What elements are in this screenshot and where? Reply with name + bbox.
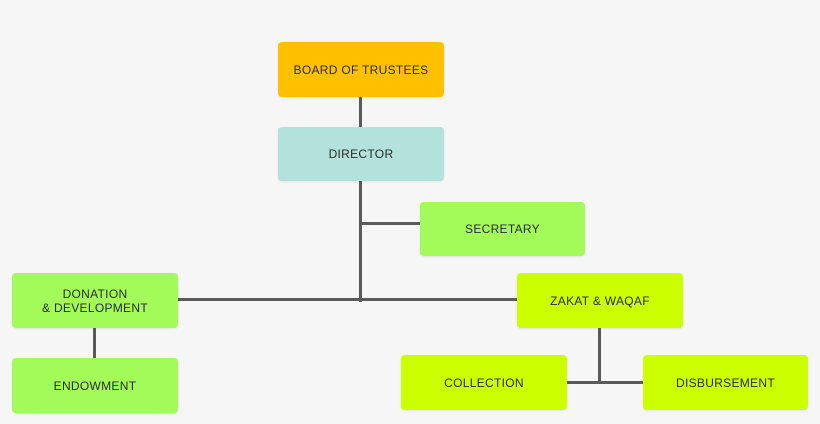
secretary-label: SECRETARY: [465, 222, 540, 236]
endowment-label: ENDOWMENT: [53, 378, 137, 393]
collection-box: COLLECTION: [401, 355, 567, 410]
disbursement-label: DISBURSEMENT: [676, 375, 775, 390]
connector-donation-endowment: [93, 328, 96, 358]
donation-development-label: DONATION & DEVELOPMENT: [42, 286, 148, 315]
donation-development-box: DONATION & DEVELOPMENT: [12, 273, 178, 328]
secretary-box: SECRETARY: [420, 202, 585, 256]
connector-collection-disbursement: [567, 381, 643, 384]
endowment-box: ENDOWMENT: [12, 358, 178, 413]
collection-label: COLLECTION: [444, 375, 524, 390]
director-label: DIRECTOR: [328, 147, 394, 161]
connector-director-trunk: [359, 181, 362, 302]
board-of-trustees-label: BOARD OF TRUSTEES: [293, 62, 429, 77]
zakat-waqaf-box: ZAKAT & WAQAF: [517, 273, 683, 328]
zakat-waqaf-label: ZAKAT & WAQAF: [550, 293, 650, 308]
connector-secretary: [359, 222, 420, 225]
connector-zakat-down: [598, 328, 601, 383]
disbursement-box: DISBURSEMENT: [643, 355, 808, 410]
board-of-trustees-box: BOARD OF TRUSTEES: [278, 42, 444, 97]
connector-horizontal-branch: [178, 298, 517, 301]
connector-board-director: [359, 97, 362, 127]
director-box: DIRECTOR: [278, 127, 444, 181]
